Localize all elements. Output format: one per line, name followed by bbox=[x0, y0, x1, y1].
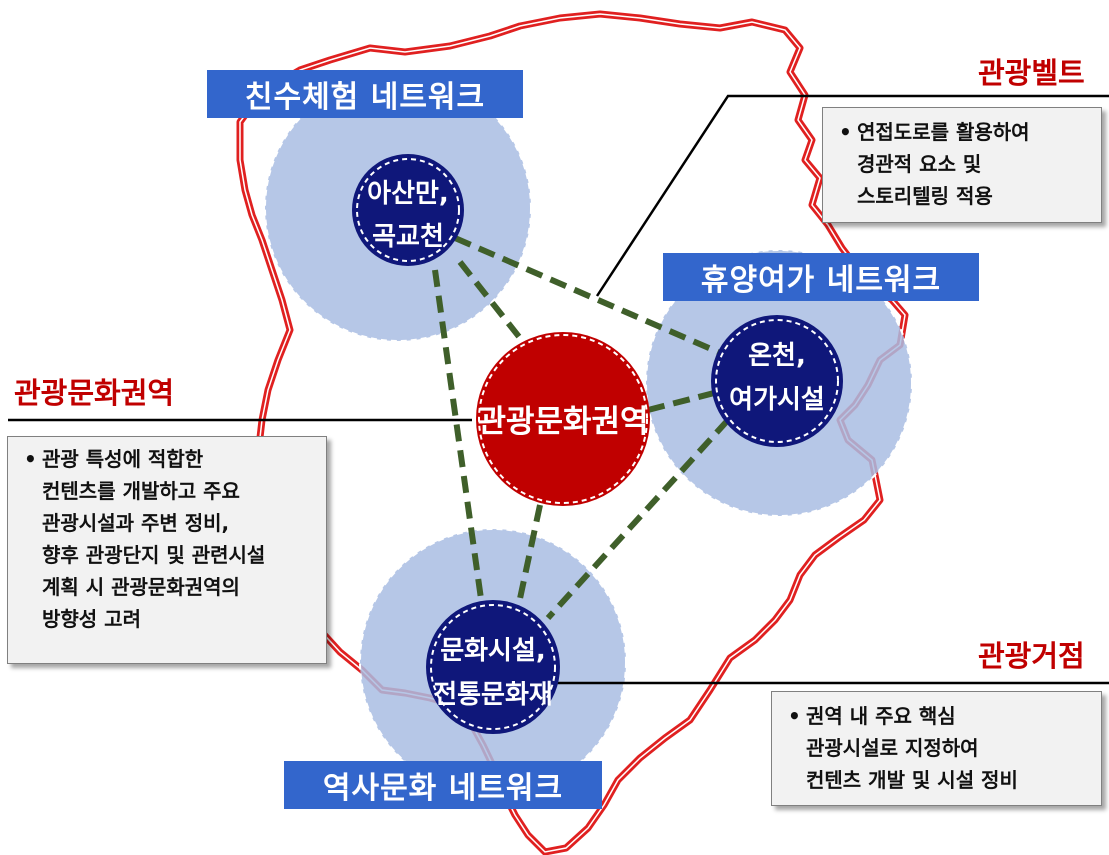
center-tourism-zone-circle bbox=[476, 332, 650, 506]
culture-node-label-line2: 전통문화재 bbox=[433, 680, 553, 710]
waterfront-network-label: 친수체험 네트워크 bbox=[207, 70, 523, 118]
spa-node-label-line1: 온천, bbox=[748, 341, 806, 371]
zone-description-line: 컨텐츠를 개발하고 주요 bbox=[42, 479, 240, 503]
center-tourism-zone-dash-ring bbox=[478, 334, 648, 504]
connector-center-culture bbox=[515, 504, 543, 609]
asan-node-dash-ring bbox=[356, 158, 460, 262]
asan-node-label-line1: 아산만, bbox=[367, 179, 449, 209]
spa-node-dash-ring bbox=[715, 319, 839, 443]
hub-description-box: • 권역 내 주요 핵심 관광시설로 지정하여 컨텐츠 개발 및 시설 정비 bbox=[771, 691, 1102, 806]
network-connectors bbox=[432, 235, 731, 621]
leisure-network-label: 휴양여가 네트워크 bbox=[663, 253, 979, 301]
bullet-icon: • bbox=[24, 447, 37, 471]
zone-description-line: 방향성 고려 bbox=[42, 607, 141, 631]
zone-description-line: 향후 관광단지 및 관련시설 bbox=[42, 543, 266, 567]
bullet-icon: • bbox=[788, 704, 801, 728]
zone-description-line: 관광 특성에 적합한 bbox=[42, 447, 204, 471]
belt-leader-line bbox=[595, 94, 1109, 297]
history-network-label: 역사문화 네트워크 bbox=[284, 761, 602, 809]
culture-node-circle bbox=[426, 600, 560, 734]
zone-description-line: 관광시설과 주변 정비, bbox=[42, 511, 230, 535]
belt-heading: 관광벨트 bbox=[978, 56, 1085, 90]
asan-node-label-line2: 곡교천 bbox=[372, 222, 444, 252]
hub-description-line: 컨텐츠 개발 및 시설 정비 bbox=[806, 768, 1018, 792]
bullet-icon: • bbox=[839, 120, 852, 144]
zone-description-item: • 관광 특성에 적합한 컨텐츠를 개발하고 주요 관광시설과 주변 정비, 향… bbox=[24, 443, 316, 635]
spa-node-circle bbox=[711, 315, 843, 447]
zone-description-box: • 관광 특성에 적합한 컨텐츠를 개발하고 주요 관광시설과 주변 정비, 향… bbox=[7, 436, 327, 664]
connector-asan-spa bbox=[453, 235, 727, 358]
zone-description-line: 계획 시 관광문화권역의 bbox=[42, 575, 240, 599]
hub-description-item: • 권역 내 주요 핵심 관광시설로 지정하여 컨텐츠 개발 및 시설 정비 bbox=[788, 700, 1091, 796]
spa-node-label-line2: 여가시설 bbox=[729, 385, 825, 415]
hub-heading: 관광거점 bbox=[978, 639, 1085, 673]
belt-description-box: • 연접도로를 활용하여 경관적 요소 및 스토리텔링 적용 bbox=[822, 107, 1102, 223]
culture-node-dash-ring bbox=[430, 604, 556, 730]
belt-description-item: • 연접도로를 활용하여 경관적 요소 및 스토리텔링 적용 bbox=[839, 116, 1091, 212]
connector-asan-culture bbox=[432, 269, 485, 607]
belt-description-line: 스토리텔링 적용 bbox=[857, 184, 993, 208]
connector-spa-culture bbox=[545, 417, 731, 621]
hub-description-line: 관광시설로 지정하여 bbox=[806, 736, 979, 760]
culture-node-label-line1: 문화시설, bbox=[440, 636, 546, 666]
asan-node-circle bbox=[352, 154, 464, 266]
belt-description-line: 연접도로를 활용하여 bbox=[857, 120, 1030, 144]
connector-center-spa bbox=[647, 389, 719, 413]
zone-heading: 관광문화권역 bbox=[14, 376, 175, 410]
belt-description-line: 경관적 요소 및 bbox=[857, 152, 982, 176]
hub-description-line: 권역 내 주요 핵심 bbox=[806, 704, 956, 728]
connector-asan-center bbox=[457, 260, 523, 340]
center-tourism-zone-label: 관광문화권역 bbox=[477, 404, 648, 440]
